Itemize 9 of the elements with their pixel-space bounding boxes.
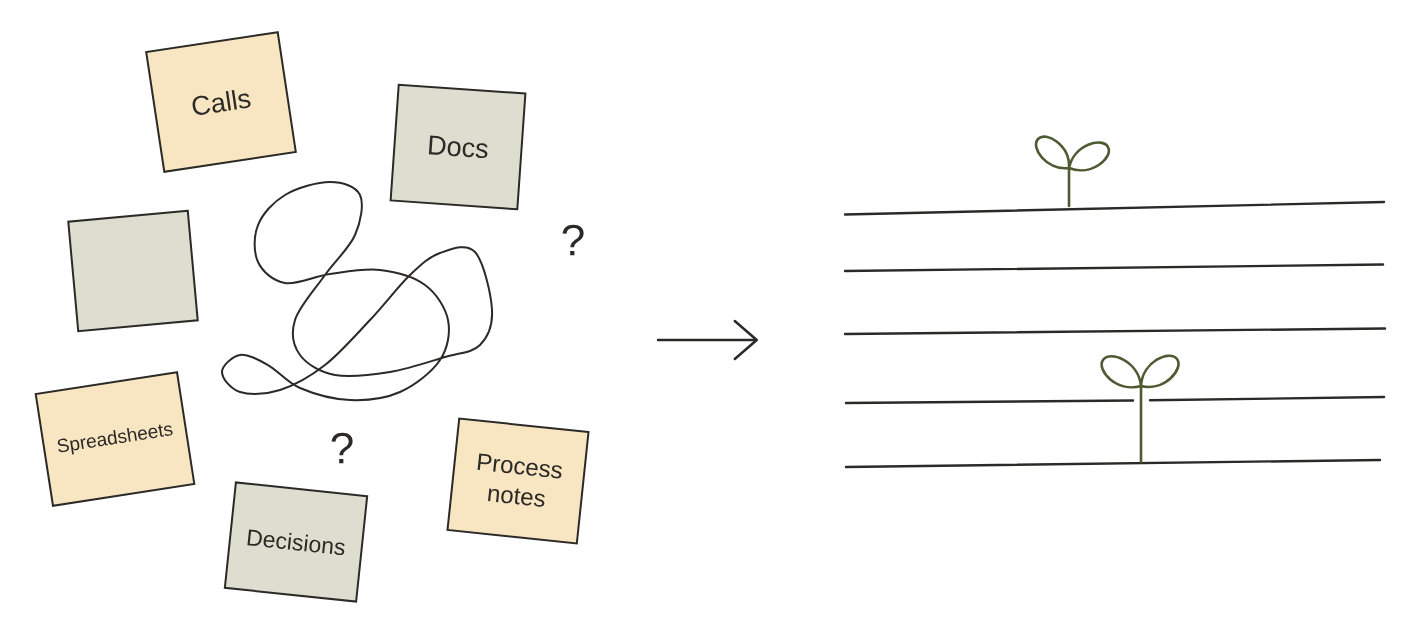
sticky-note: Calls — [145, 31, 297, 173]
question-mark: ? — [562, 224, 584, 256]
sticky-note: Decisions — [223, 481, 369, 603]
scribble — [221, 181, 494, 402]
sticky-note — [67, 209, 199, 333]
sticky-note: Docs — [389, 83, 527, 211]
question-mark: ? — [331, 432, 353, 464]
sticky-note: Spreadsheets — [34, 371, 196, 507]
sticky-note: Process notes — [446, 417, 590, 545]
